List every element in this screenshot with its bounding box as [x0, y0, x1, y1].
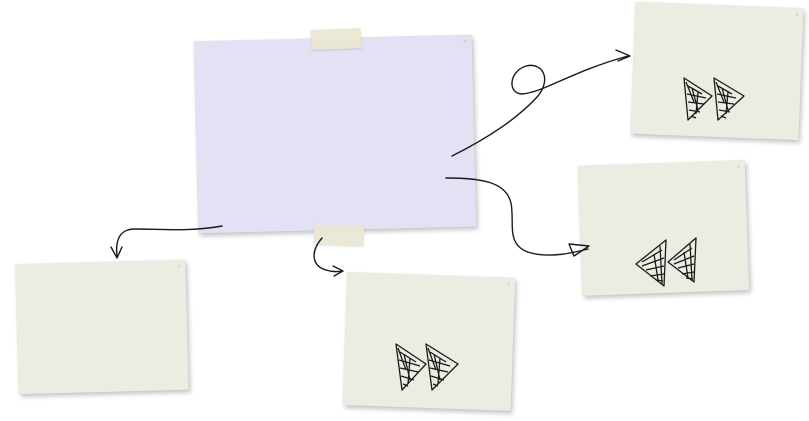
- arrowhead-bottom-left: [110, 246, 123, 259]
- arrowhead-bottom-center: [332, 265, 344, 277]
- rewind-icon: [635, 237, 697, 287]
- connector-to-bottom-left: [115, 225, 223, 257]
- connector-to-middle-right: [445, 177, 589, 256]
- connector-to-top-right: [451, 55, 629, 157]
- arrowhead-middle-right: [568, 243, 590, 257]
- arrowhead-top-right: [615, 49, 631, 62]
- fast-forward-icon: [395, 343, 459, 391]
- connector-to-bottom-center: [313, 237, 343, 273]
- fast-forward-icon: [683, 77, 745, 121]
